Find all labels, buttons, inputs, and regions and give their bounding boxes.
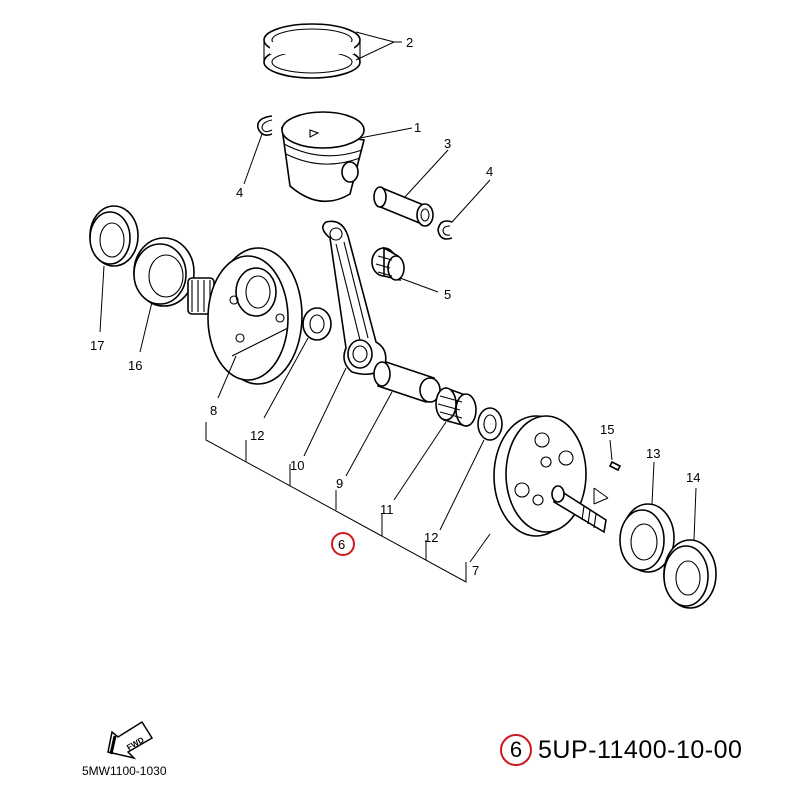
callout-17: 17 (90, 338, 104, 353)
callout-16: 16 (128, 358, 142, 373)
circlip-left (243, 115, 273, 185)
callout-13: 13 (646, 446, 660, 461)
key (593, 439, 622, 505)
callout-9: 9 (336, 476, 343, 491)
crank-pin (345, 360, 441, 477)
connecting-rod (303, 220, 387, 457)
small-end-bearing (371, 246, 439, 293)
part-ref-badge: 6 (500, 734, 532, 766)
part-number-row: 6 5UP-11400-10-00 (500, 734, 742, 766)
callout-5: 5 (444, 287, 451, 302)
diagram-reference-code: 5MW1100-1030 (82, 764, 167, 778)
assembly-bracket (205, 422, 467, 583)
callout-3: 3 (444, 136, 451, 151)
piston-pin (373, 149, 449, 227)
piston (281, 111, 413, 203)
callout-6-highlight (331, 532, 355, 556)
callout-8: 8 (210, 403, 217, 418)
callout-10: 10 (290, 458, 304, 473)
crank-half-left (187, 247, 303, 399)
callout-1: 1 (414, 120, 421, 135)
washer-left (263, 307, 332, 419)
crank-half-right (469, 415, 607, 563)
callout-11: 11 (380, 502, 394, 517)
callout-2: 2 (406, 35, 413, 50)
callout-12-left: 12 (250, 428, 264, 443)
oil-seal-right (663, 487, 717, 609)
bearing-left (133, 237, 195, 353)
callout-4-left: 4 (236, 185, 243, 200)
callout-14: 14 (686, 470, 700, 485)
fwd-arrow-icon (107, 720, 154, 760)
callout-4-right: 4 (486, 164, 493, 179)
bearing-right (619, 461, 675, 573)
callout-7: 7 (472, 563, 479, 578)
washer-right (439, 407, 503, 531)
circlip-right (437, 179, 491, 240)
callout-12-right: 12 (424, 530, 438, 545)
piston-ring-set (263, 23, 402, 79)
oil-seal-left (89, 205, 139, 333)
callout-6: 6 (338, 537, 345, 552)
part-number: 5UP-11400-10-00 (538, 735, 743, 764)
callout-15: 15 (600, 422, 614, 437)
big-end-bearing (393, 386, 477, 501)
